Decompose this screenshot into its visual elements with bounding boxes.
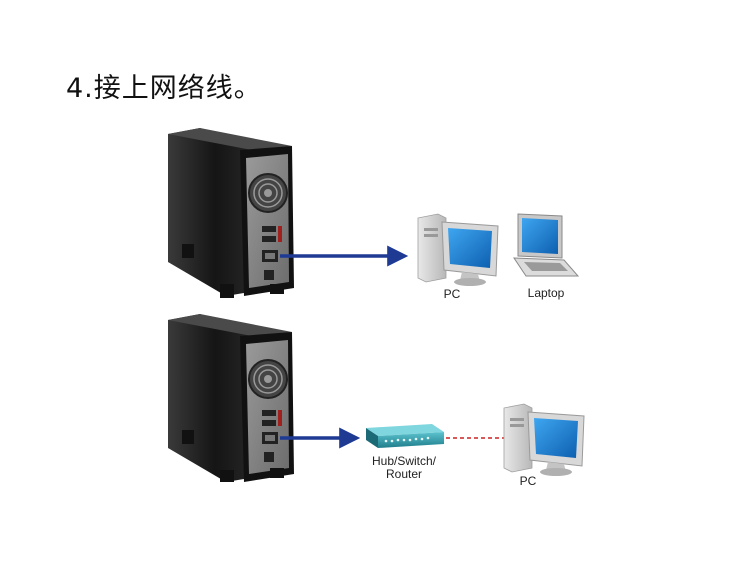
pc-icon-bottom xyxy=(503,403,585,476)
laptop-icon xyxy=(513,213,580,277)
nas-device-top xyxy=(168,128,294,298)
pc-icon-top xyxy=(417,213,499,286)
hub-label-line1: Hub/Switch/ xyxy=(372,454,437,468)
pc-screen-bottom xyxy=(534,418,578,458)
nas-device-bottom xyxy=(168,314,294,482)
page-title: 4.接上网络线。 xyxy=(66,73,262,104)
pc-label-top: PC xyxy=(444,287,461,301)
laptop-label: Laptop xyxy=(528,286,565,300)
pc-label-bottom: PC xyxy=(520,474,537,488)
pc-screen-top xyxy=(448,228,492,268)
usb-port-icon xyxy=(262,410,276,416)
hub-switch-router-icon xyxy=(366,424,444,448)
usb-port-icon xyxy=(262,226,276,232)
hub-label-line2: Router xyxy=(386,467,422,481)
